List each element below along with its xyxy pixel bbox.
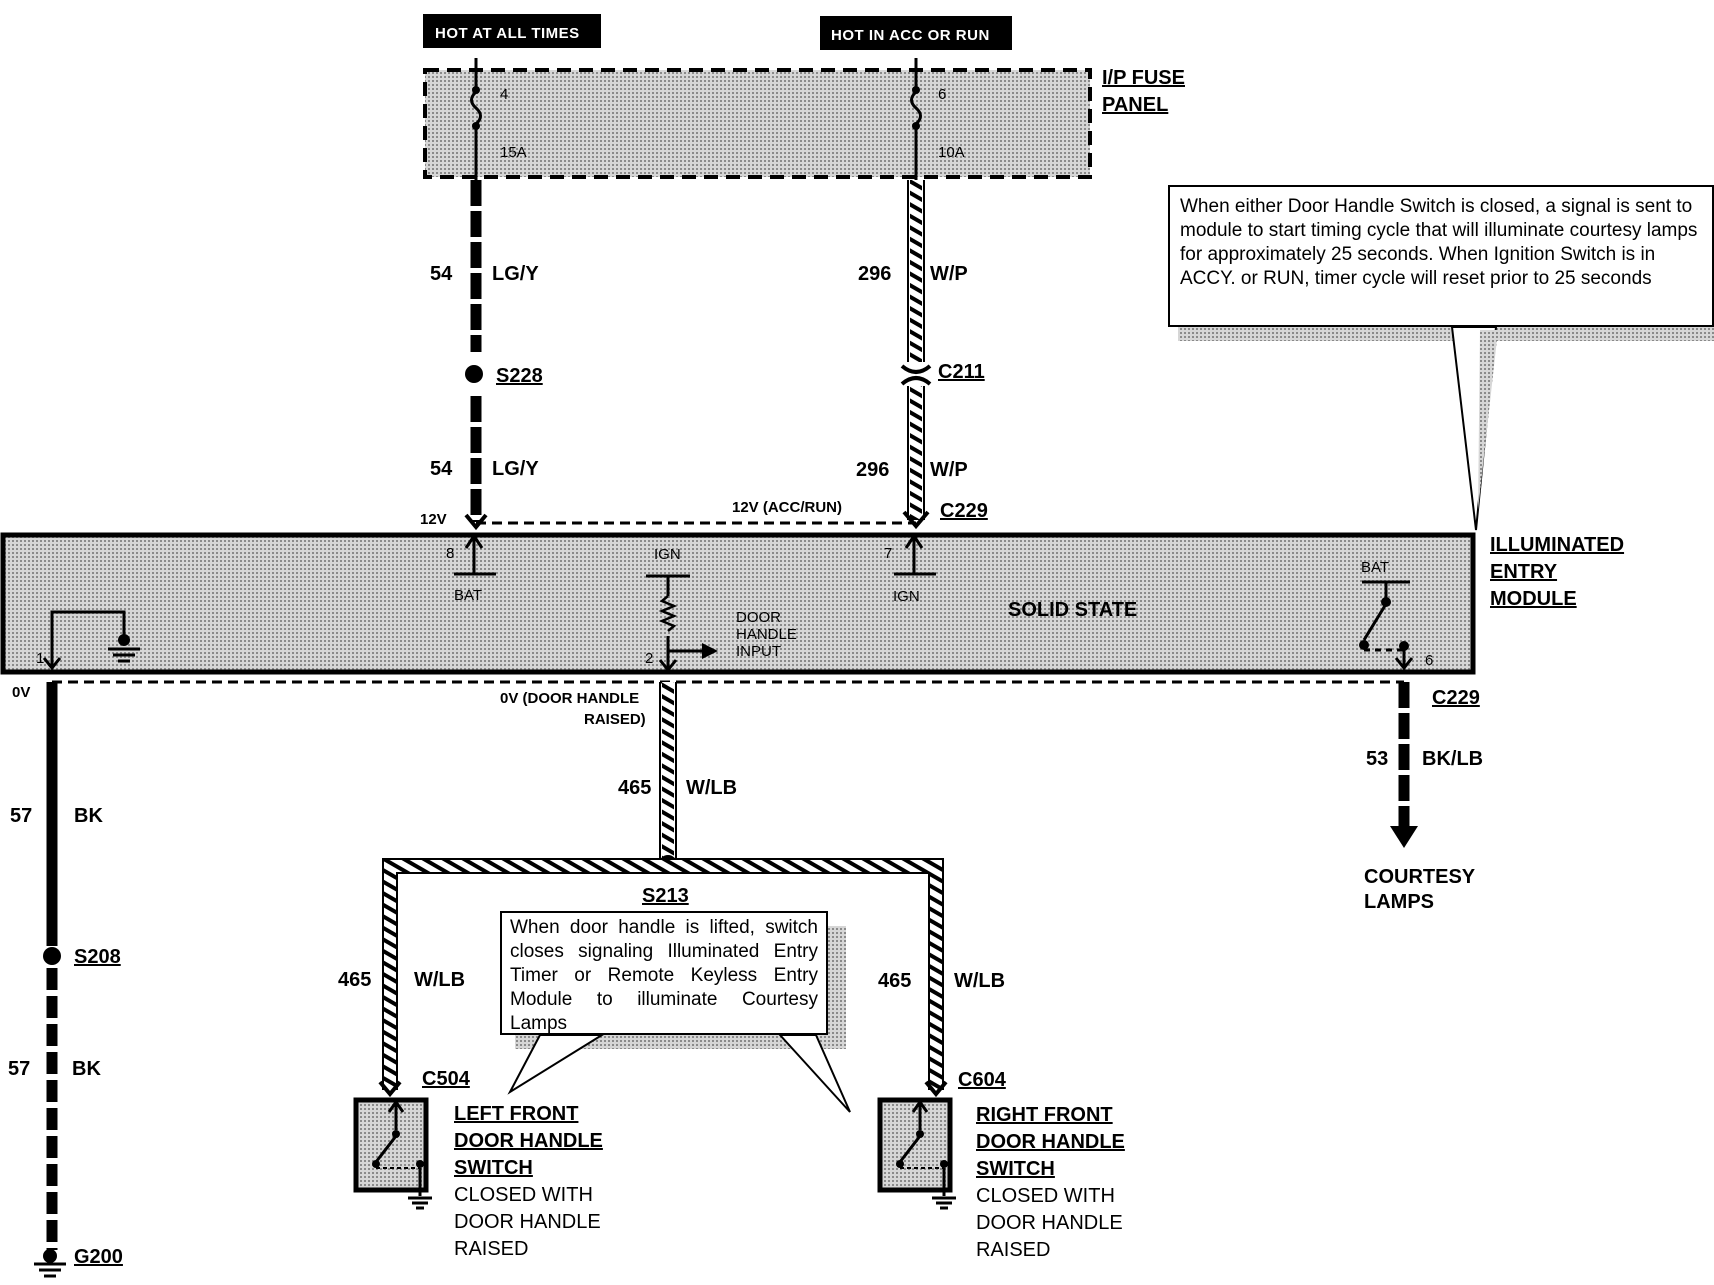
note-door-handle-lifted: When door handle is lifted, switch close…: [500, 911, 828, 1035]
wire-296: [900, 180, 932, 530]
wire-296-color-top: W/P: [930, 263, 968, 285]
connector-c229-top: C229: [940, 500, 988, 522]
header-hot-in-acc-or-run: HOT IN ACC OR RUN: [820, 16, 1012, 50]
right-switch-state-3: RAISED: [976, 1239, 1050, 1261]
wire-53-num: 53: [1366, 748, 1388, 770]
left-switch-state-1: CLOSED WITH: [454, 1184, 593, 1206]
left-switch-name-3: SWITCH: [454, 1157, 533, 1179]
svg-text:HOT IN ACC OR RUN: HOT IN ACC OR RUN: [831, 27, 990, 44]
wire-57-color-bottom: BK: [72, 1058, 101, 1080]
module-name-2: ENTRY: [1490, 561, 1558, 583]
wire-54-color-bottom: LG/Y: [492, 458, 539, 480]
door-handle-input-2: HANDLE: [736, 626, 797, 643]
connector-c504: C504: [422, 1068, 471, 1090]
module-name-3: MODULE: [1490, 588, 1577, 610]
wire-465-left-color: W/LB: [414, 969, 465, 991]
right-switch-state-2: DOOR HANDLE: [976, 1212, 1123, 1234]
wire-296-num-top: 296: [858, 263, 891, 285]
fuse-panel: 4 15A 6 10A: [423, 58, 1092, 180]
wire-57-color-top: BK: [74, 805, 103, 827]
connector-c229-bottom: C229: [1432, 687, 1480, 709]
pin-8: 8: [446, 545, 454, 562]
wire-57-num-top: 57: [10, 805, 32, 827]
pin-6: 6: [1425, 652, 1433, 669]
voltage-12v-acc-run: 12V (ACC/RUN): [732, 499, 842, 516]
left-switch-state-2: DOOR HANDLE: [454, 1211, 601, 1233]
connector-c211: C211: [938, 361, 985, 383]
left-switch-name-1: LEFT FRONT: [454, 1103, 578, 1125]
fuse-4-rating: 15A: [500, 144, 527, 161]
fuse-6-rating: 10A: [938, 144, 965, 161]
wire-54: [464, 180, 488, 531]
svg-text:HOT AT ALL TIMES: HOT AT ALL TIMES: [435, 25, 580, 42]
wire-465-right-color: W/LB: [954, 970, 1005, 992]
voltage-0v: 0V: [12, 684, 30, 701]
illuminated-entry-module: [0, 532, 1476, 675]
ground-g200: G200: [74, 1246, 123, 1268]
right-switch-name-2: DOOR HANDLE: [976, 1131, 1125, 1153]
wire-465-left-num: 465: [338, 969, 371, 991]
fuse-4-number: 4: [500, 86, 508, 103]
voltage-0v-door-1: 0V (DOOR HANDLE: [500, 690, 639, 707]
fuse-panel-label-1: I/P FUSE: [1102, 67, 1185, 89]
right-switch-name-3: SWITCH: [976, 1158, 1055, 1180]
wire-57: [34, 682, 66, 1278]
door-handle-input-1: DOOR: [736, 609, 781, 626]
wire-465-color: W/LB: [686, 777, 737, 799]
left-front-door-switch: [353, 1097, 432, 1210]
wire-296-color-bottom: W/P: [930, 459, 968, 481]
courtesy-lamps-2: LAMPS: [1364, 891, 1434, 913]
fuse-panel-label-2: PANEL: [1102, 94, 1168, 116]
pin-7: 7: [884, 545, 892, 562]
ign-label-right: IGN: [893, 588, 920, 605]
connector-c604: C604: [958, 1069, 1007, 1091]
left-switch-name-2: DOOR HANDLE: [454, 1130, 603, 1152]
fuse-6-number: 6: [938, 86, 946, 103]
right-switch-name-1: RIGHT FRONT: [976, 1104, 1113, 1126]
wire-53-color: BK/LB: [1422, 748, 1483, 770]
splice-s208-dot: [43, 947, 61, 965]
wire-54-num-bottom: 54: [430, 458, 453, 480]
wire-57-num-bottom: 57: [8, 1058, 30, 1080]
splice-s228-dot: [465, 365, 483, 383]
wire-53: [1390, 682, 1418, 848]
splice-s208: S208: [74, 946, 121, 968]
header-hot-at-all-times: HOT AT ALL TIMES: [423, 14, 601, 48]
splice-s228: S228: [496, 365, 543, 387]
voltage-0v-door-2: RAISED): [584, 711, 646, 728]
pin-1: 1: [36, 650, 44, 667]
bat-label-right: BAT: [1361, 559, 1389, 576]
note-timing-cycle: When either Door Handle Switch is closed…: [1168, 185, 1714, 327]
right-switch-state-1: CLOSED WITH: [976, 1185, 1115, 1207]
module-name-1: ILLUMINATED: [1490, 534, 1624, 556]
door-handle-input-3: INPUT: [736, 643, 781, 660]
solid-state-label: SOLID STATE: [1008, 599, 1137, 621]
courtesy-lamps-1: COURTESY: [1364, 866, 1476, 888]
wire-465-num: 465: [618, 777, 651, 799]
ign-label-top: IGN: [654, 546, 681, 563]
pin-2: 2: [645, 650, 653, 667]
bat-label-left: BAT: [454, 587, 482, 604]
top-note-callout: [1178, 326, 1714, 531]
voltage-12v: 12V: [420, 511, 447, 528]
splice-s213: S213: [642, 885, 689, 907]
wire-296-num-bottom: 296: [856, 459, 889, 481]
wire-54-color-top: LG/Y: [492, 263, 539, 285]
wire-54-num-top: 54: [430, 263, 453, 285]
left-switch-state-3: RAISED: [454, 1238, 528, 1260]
middle-note-callout: [507, 926, 851, 1113]
wire-465: [378, 682, 948, 1098]
right-front-door-switch: [877, 1097, 956, 1210]
wire-465-right-num: 465: [878, 970, 911, 992]
